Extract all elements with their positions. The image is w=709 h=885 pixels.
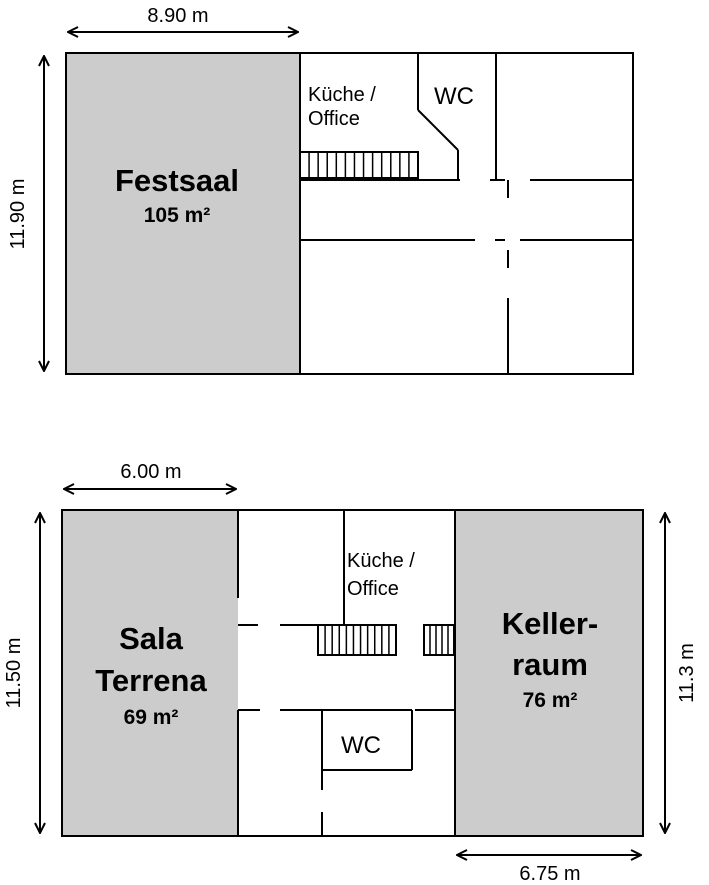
upper-stair-frame	[299, 151, 419, 179]
lower-walls	[61, 509, 644, 837]
upper-floor: 8.90 m 11.90 m Festsaal 105 m² Küche / O…	[7, 5, 634, 375]
upper-kitchen-label-line2: Office	[308, 108, 360, 130]
kellerraum-room	[455, 510, 643, 836]
kellerraum-label-line1: Keller-	[502, 606, 598, 641]
sala-terrena-room	[62, 510, 238, 836]
lower-width-label: 6.00 m	[120, 461, 181, 483]
upper-stairs	[299, 151, 419, 179]
upper-kitchen-label-line1: Küche /	[308, 84, 376, 106]
cellar-height-label: 11.3 m	[676, 643, 698, 703]
lower-floor: 6.00 m 11.50 m 11.3 m 6.75 m Sala Terren…	[3, 461, 698, 885]
festsaal-room	[66, 53, 300, 374]
cellar-width-dimension: 6.75 m	[457, 855, 641, 885]
upper-height-dimension: 11.90 m	[7, 56, 44, 371]
lower-wall-gaps	[321, 790, 324, 812]
lower-stair-right-frame	[423, 624, 455, 656]
sala-terrena-label-line1: Sala	[119, 621, 184, 656]
festsaal-area: 105 m²	[144, 204, 211, 227]
lower-stairs	[317, 624, 455, 656]
cellar-width-label: 6.75 m	[519, 863, 580, 885]
lower-stair-left-frame	[317, 624, 397, 656]
upper-walls	[65, 52, 634, 375]
sala-terrena-label-line2: Terrena	[95, 663, 207, 698]
lower-wc-label: WC	[341, 732, 381, 759]
lower-height-label: 11.50 m	[3, 638, 25, 709]
festsaal-label: Festsaal	[115, 163, 239, 198]
upper-wc-label: WC	[434, 83, 474, 110]
kellerraum-area: 76 m²	[523, 689, 578, 712]
upper-width-label: 8.90 m	[147, 5, 208, 27]
upper-width-dimension: 8.90 m	[68, 5, 298, 32]
lower-kitchen-label-line2: Office	[347, 578, 399, 600]
lower-height-dimension: 11.50 m	[3, 513, 40, 833]
lower-width-dimension: 6.00 m	[64, 461, 236, 489]
upper-height-label: 11.90 m	[7, 179, 29, 250]
sala-terrena-area: 69 m²	[124, 706, 179, 729]
lower-kitchen-label-line1: Küche /	[347, 550, 415, 572]
kellerraum-label-line2: raum	[512, 647, 588, 682]
cellar-height-dimension: 11.3 m	[665, 513, 698, 833]
